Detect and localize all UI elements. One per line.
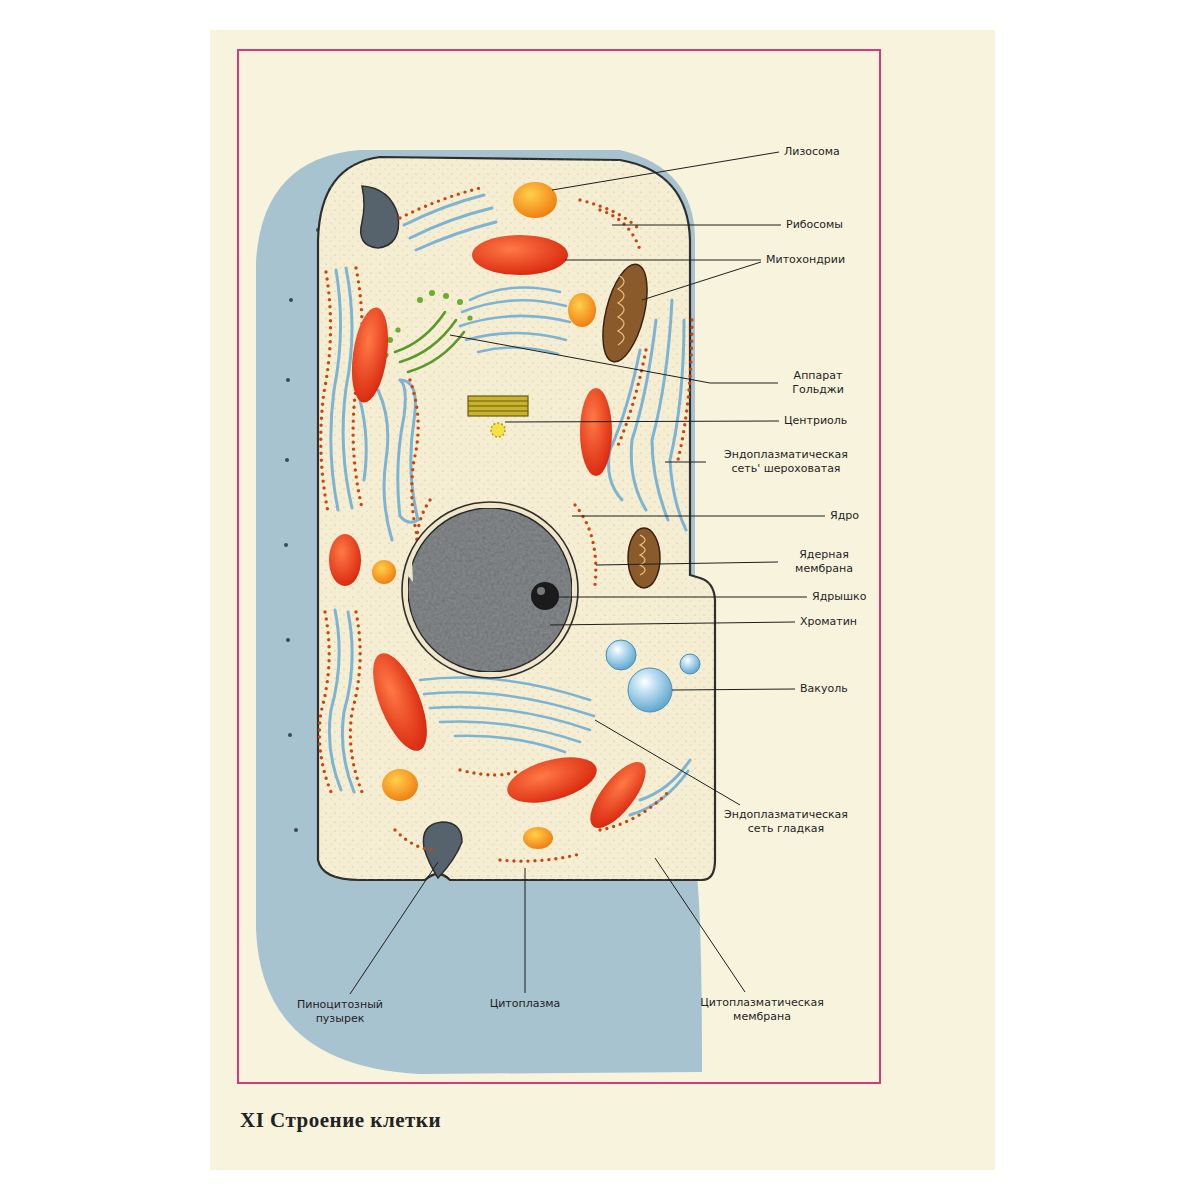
part-label: Пиноцитозный пузырек xyxy=(282,998,398,1026)
figure-caption: XI Строение клетки xyxy=(240,1108,441,1133)
part-label: Аппарат Гольджи xyxy=(780,369,856,397)
part-label: Ядерная мембрана xyxy=(781,548,867,576)
part-label: Эндоплазматическая сеть гладкая xyxy=(710,808,862,836)
part-label: Цитоплазматическая мембрана xyxy=(674,996,850,1024)
part-label: Цитоплазма xyxy=(470,997,580,1011)
part-label: Ядро xyxy=(830,509,859,523)
part-label: Рибосомы xyxy=(786,218,843,232)
part-label: Хроматин xyxy=(800,615,857,629)
part-label: Митохондрии xyxy=(766,253,845,267)
part-label: Эндоплазматическая сеть' шероховатая xyxy=(710,448,862,476)
part-label: Лизосома xyxy=(784,145,840,159)
part-label: Вакуоль xyxy=(800,682,848,696)
part-label: Центриоль xyxy=(784,414,847,428)
part-label: Ядрышко xyxy=(812,590,866,604)
